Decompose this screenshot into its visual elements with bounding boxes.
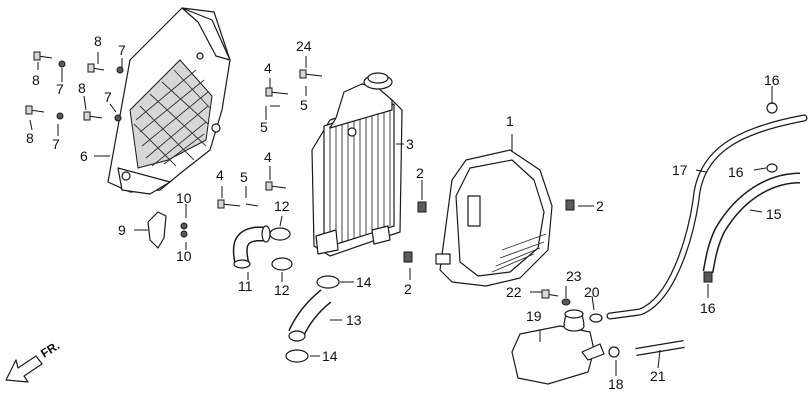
callout-15: 15 bbox=[766, 206, 782, 222]
part-6-side-cover bbox=[107, 7, 231, 195]
front-direction-label: FR. bbox=[38, 338, 62, 360]
callout-17: 17 bbox=[672, 162, 688, 178]
callout-2: 2 bbox=[404, 281, 412, 297]
part-15-hose bbox=[702, 172, 801, 274]
callout-4: 4 bbox=[216, 167, 224, 183]
part-13-hose bbox=[288, 289, 332, 342]
clamps bbox=[269, 102, 778, 363]
callout-10: 10 bbox=[176, 190, 192, 206]
callout-21: 21 bbox=[650, 368, 666, 384]
callout-5: 5 bbox=[260, 119, 268, 135]
callout-16: 16 bbox=[764, 72, 780, 88]
callout-12: 12 bbox=[274, 282, 290, 298]
part-9-bracket bbox=[147, 211, 167, 249]
callout-4: 4 bbox=[264, 60, 272, 76]
leader-lines bbox=[29, 52, 773, 376]
callout-14: 14 bbox=[356, 274, 372, 290]
callout-12: 12 bbox=[274, 198, 290, 214]
callout-7: 7 bbox=[52, 136, 60, 152]
part-21-tube bbox=[635, 340, 685, 356]
callout-19: 19 bbox=[526, 308, 542, 324]
callout-8: 8 bbox=[26, 130, 34, 146]
callout-23: 23 bbox=[566, 268, 582, 284]
callout-2: 2 bbox=[416, 165, 424, 181]
callout-13: 13 bbox=[346, 312, 362, 328]
callout-9: 9 bbox=[118, 222, 126, 238]
part-3-radiator bbox=[311, 72, 403, 257]
callout-6: 6 bbox=[80, 148, 88, 164]
callout-1: 1 bbox=[506, 113, 514, 129]
callout-14: 14 bbox=[322, 348, 338, 364]
callout-7: 7 bbox=[56, 81, 64, 97]
callout-11: 11 bbox=[238, 278, 253, 294]
callout-5: 5 bbox=[240, 169, 248, 185]
callout-labels: 1 2 2 2 3 4 4 4 5 5 5 6 7 7 7 7 8 8 8 8 … bbox=[26, 33, 782, 392]
callout-7: 7 bbox=[118, 42, 126, 58]
callout-3: 3 bbox=[406, 136, 414, 152]
grommets bbox=[56, 60, 713, 306]
bolts bbox=[25, 51, 559, 299]
callout-24: 24 bbox=[296, 38, 312, 54]
callout-16: 16 bbox=[700, 300, 716, 316]
callout-4: 4 bbox=[264, 149, 272, 165]
part-11-hose bbox=[232, 225, 271, 269]
callout-20: 20 bbox=[584, 284, 600, 300]
part-1-fan-shroud bbox=[435, 149, 553, 287]
callout-5: 5 bbox=[300, 97, 308, 113]
callout-8: 8 bbox=[78, 80, 86, 96]
callout-2: 2 bbox=[596, 198, 604, 214]
callout-8: 8 bbox=[94, 33, 102, 49]
front-direction-arrow: FR. bbox=[5, 338, 62, 383]
callout-16: 16 bbox=[728, 164, 744, 180]
part-17-siphon-tube bbox=[606, 114, 808, 320]
callout-7: 7 bbox=[104, 89, 112, 105]
callout-10: 10 bbox=[176, 248, 192, 264]
callout-8: 8 bbox=[32, 72, 40, 88]
callout-22: 22 bbox=[506, 284, 522, 300]
part-19-reserve-tank bbox=[511, 309, 605, 385]
callout-18: 18 bbox=[608, 376, 624, 392]
